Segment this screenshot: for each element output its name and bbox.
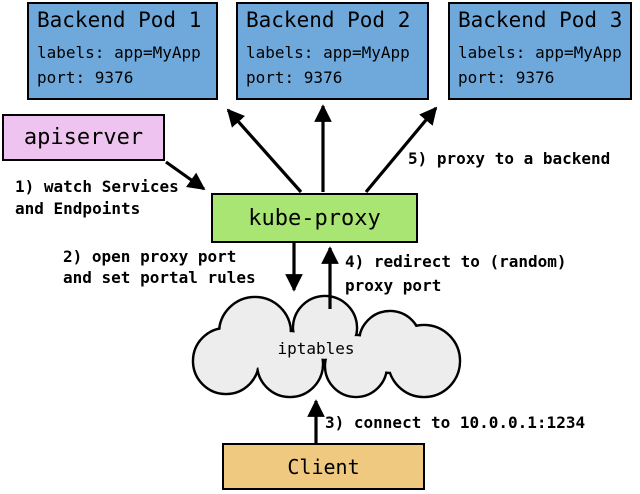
backend-pod-2-box: Backend Pod 2 labels: app=MyApp port: 93… [236, 2, 429, 100]
annotation-step-1-line-2: and Endpoints [15, 199, 141, 218]
arrow-kube-proxy-to-pod1 [226, 108, 303, 194]
kube-proxy-box: kube-proxy [211, 193, 418, 243]
backend-pod-3-port: port: 9376 [458, 68, 555, 87]
annotation-step-2: 2) open proxy port and set portal rules [63, 246, 256, 288]
backend-pod-3-title: Backend Pod 3 [458, 8, 623, 32]
annotation-step-1: 1) watch Services and Endpoints [15, 176, 179, 220]
backend-pod-1-labels: labels: app=MyApp [37, 43, 201, 62]
client-box: Client [222, 443, 425, 490]
kube-proxy-label: kube-proxy [248, 205, 381, 231]
backend-pod-2-port: port: 9376 [246, 68, 343, 87]
annotation-step-4: 4) redirect to (random) proxy port [345, 250, 567, 298]
backend-pod-3-box: Backend Pod 3 labels: app=MyApp port: 93… [448, 2, 632, 100]
annotation-step-3: 3) connect to 10.0.0.1:1234 [325, 412, 585, 433]
backend-pod-1-title: Backend Pod 1 [37, 8, 202, 32]
client-label: Client [287, 454, 360, 479]
backend-pod-3-labels: labels: app=MyApp [458, 43, 622, 62]
apiserver-label: apiserver [23, 125, 144, 150]
iptables-label: iptables [277, 339, 355, 358]
annotation-step-5-line-1: 5) proxy to a backend [408, 149, 611, 168]
apiserver-box: apiserver [2, 114, 165, 161]
annotation-step-1-line-1: 1) watch Services [15, 177, 179, 196]
annotation-step-4-line-2: proxy port [345, 276, 442, 295]
backend-pod-2-title: Backend Pod 2 [246, 8, 411, 32]
annotation-step-2-line-1: 2) open proxy port [63, 247, 237, 266]
annotation-step-4-line-1: 4) redirect to (random) [345, 252, 567, 271]
backend-pod-1-port: port: 9376 [37, 68, 134, 87]
backend-pod-1-box: Backend Pod 1 labels: app=MyApp port: 93… [27, 2, 218, 100]
annotation-step-5: 5) proxy to a backend [408, 148, 610, 169]
backend-pod-2-labels: labels: app=MyApp [246, 43, 410, 62]
annotation-step-2-line-2: and set portal rules [63, 268, 256, 287]
annotation-step-3-line-1: 3) connect to 10.0.0.1:1234 [325, 413, 586, 432]
